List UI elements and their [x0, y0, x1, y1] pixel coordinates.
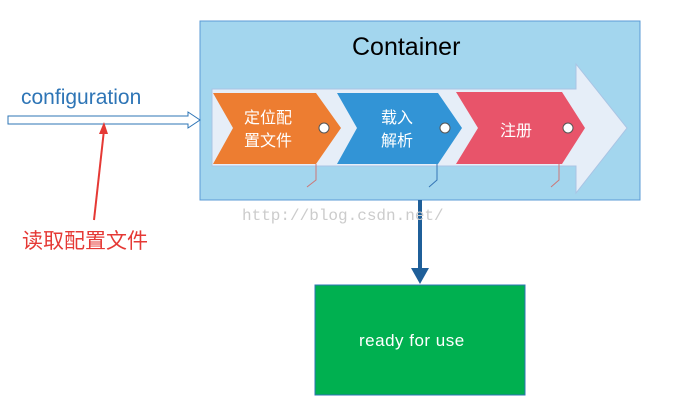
output-arrowhead: [411, 268, 429, 284]
container-title: Container: [352, 33, 461, 61]
step-line: 置文件: [244, 131, 293, 150]
output-box: [314, 284, 526, 396]
step-label-register: 注册: [500, 121, 533, 140]
watermark: http://blog.csdn.net/: [242, 207, 444, 225]
step-dot-icon: [318, 122, 330, 134]
output-label: ready for use: [359, 331, 465, 350]
step-shape-parse: [337, 93, 462, 164]
annotation-arrow: [93, 129, 105, 221]
step-label-locate: 定位配置文件: [244, 106, 292, 152]
step-line: 定位配: [244, 108, 293, 127]
callout-line: [550, 164, 560, 188]
callout-line: [428, 164, 438, 188]
step-shape-register: [456, 92, 585, 164]
input-arrow: [7, 111, 201, 129]
annotation-arrowhead: [99, 122, 108, 134]
annotation-label: 读取配置文件: [22, 229, 148, 253]
step-dot-icon: [439, 122, 451, 134]
step-label-parse: 载入解析: [380, 108, 413, 150]
step-shape-locate: [213, 93, 341, 164]
callout-line: [306, 164, 317, 188]
input-label: configuration: [21, 86, 142, 109]
step-dot-icon: [562, 122, 574, 134]
